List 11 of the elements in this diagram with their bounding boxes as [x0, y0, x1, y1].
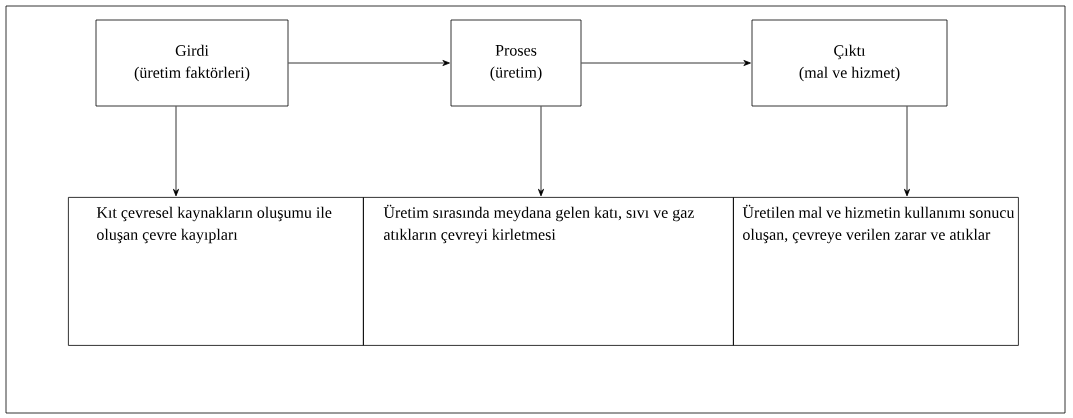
- arrow: [581, 60, 751, 66]
- arrow: [288, 60, 450, 66]
- description-box: Üretim sırasında meydana gelen katı, sıvı ve gaz atıkların çevreyi kirletmesi: [363, 197, 734, 346]
- description-box: Üretilen mal ve hizmetin kullanımı sonucu oluşan, çevreye verilen zarar ve atıklar: [733, 197, 1019, 346]
- arrow: [173, 106, 179, 197]
- arrow: [538, 106, 544, 197]
- process-box: Proses (üretim): [450, 19, 582, 107]
- description-box: Kıt çevresel kaynakların oluşumu ile oluşan çevre kayıpları: [68, 197, 364, 346]
- process-box: Girdi (üretim faktörleri): [95, 19, 289, 107]
- arrow: [904, 106, 910, 197]
- process-box: Çıktı (mal ve hizmet): [751, 19, 948, 107]
